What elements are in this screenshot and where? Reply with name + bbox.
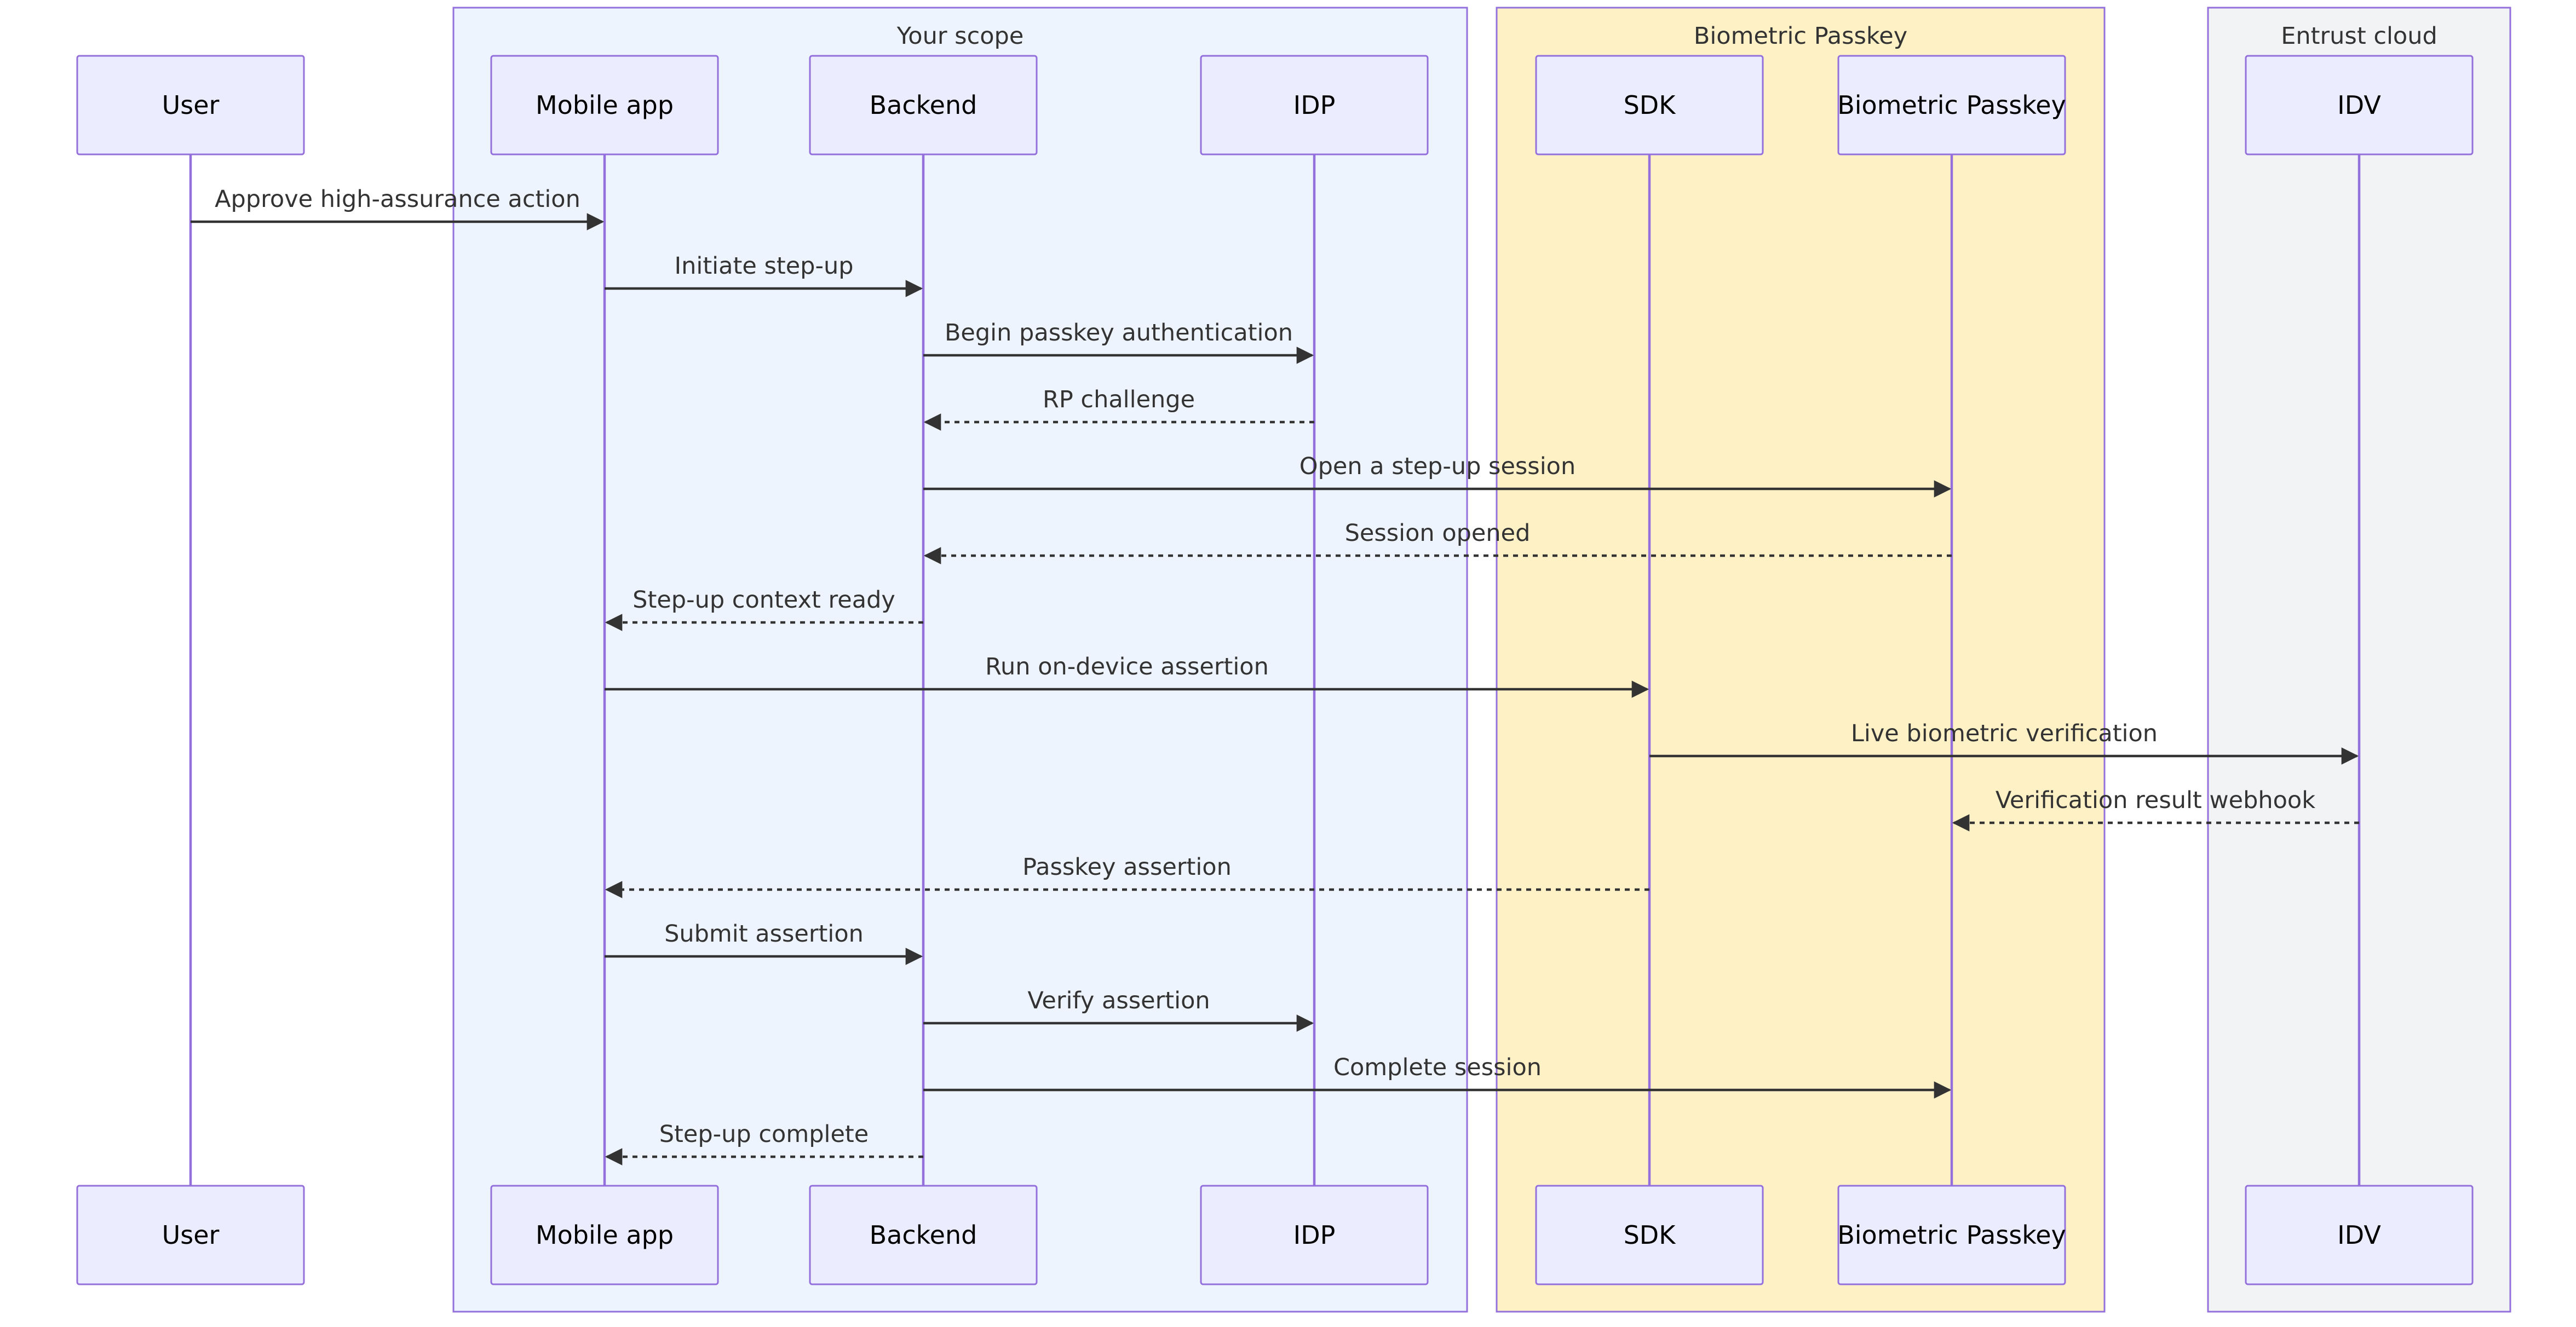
participant-label: SDK (1624, 1220, 1677, 1250)
message-4: RP challenge (923, 386, 1314, 431)
participant-top-idp: IDP (1200, 55, 1429, 155)
message-9: Live biometric verification (1649, 720, 2359, 765)
participant-top-mobile-app: Mobile app (490, 55, 719, 155)
message-label: Verify assertion (1027, 987, 1210, 1014)
participant-top-sdk: SDK (1535, 55, 1764, 155)
message-12: Submit assertion (605, 920, 923, 965)
group-title-entrust-cloud: Entrust cloud (2281, 22, 2437, 50)
message-label: Submit assertion (664, 920, 864, 948)
participant-top-user: User (76, 55, 305, 155)
participant-box (76, 55, 305, 155)
participant-label: Biometric Passkey (1837, 1220, 2066, 1250)
participant-bottom-backend: Backend (809, 1185, 1038, 1285)
message-label: Step-up complete (659, 1121, 869, 1148)
participant-bottom-idv: IDV (2245, 1185, 2474, 1285)
group-title-biometric-passkey: Biometric Passkey (1694, 22, 1907, 50)
message-8: Run on-device assertion (605, 653, 1649, 698)
participant-box (1535, 55, 1764, 155)
participant-box (1200, 1185, 1429, 1285)
participant-label: IDP (1293, 1220, 1336, 1250)
message-10: Verification result webhook (1952, 787, 2359, 832)
group-box-biometric-passkey (1496, 7, 2106, 1313)
participant-label: User (162, 1220, 220, 1250)
message-1: Approve high-assurance action (191, 186, 605, 230)
message-label: Approve high-assurance action (215, 186, 580, 213)
message-15: Step-up complete (605, 1121, 923, 1166)
participant-box (1837, 55, 2066, 155)
message-2: Initiate step-up (605, 252, 923, 297)
message-5: Open a step-up session (923, 453, 1952, 498)
participant-box (76, 1185, 305, 1285)
message-13: Verify assertion (923, 987, 1314, 1032)
participant-label: Backend (870, 1220, 978, 1250)
participant-box (809, 55, 1038, 155)
group-box-your-scope (452, 7, 1468, 1313)
message-label: Passkey assertion (1022, 853, 1232, 881)
participant-box (2245, 55, 2474, 155)
participant-bottom-sdk: SDK (1535, 1185, 1764, 1285)
message-label: Open a step-up session (1300, 453, 1576, 480)
participant-box (1200, 55, 1429, 155)
message-11: Passkey assertion (605, 853, 1649, 898)
participant-box (1837, 1185, 2066, 1285)
participant-top-biometric-passkey: Biometric Passkey (1837, 55, 2066, 155)
message-label: Begin passkey authentication (945, 319, 1293, 347)
participant-box (490, 55, 719, 155)
participant-label: Biometric Passkey (1837, 90, 2066, 120)
message-7: Step-up context ready (605, 586, 923, 631)
message-label: RP challenge (1043, 386, 1195, 413)
participant-box (2245, 1185, 2474, 1285)
participant-label: Mobile app (536, 1220, 674, 1250)
participant-bottom-mobile-app: Mobile app (490, 1185, 719, 1285)
message-6: Session opened (923, 520, 1952, 564)
participant-label: Backend (870, 90, 978, 120)
participant-top-backend: Backend (809, 55, 1038, 155)
message-14: Complete session (923, 1054, 1952, 1099)
participant-label: Mobile app (536, 90, 674, 120)
message-label: Run on-device assertion (985, 653, 1269, 680)
participant-label: IDP (1293, 90, 1336, 120)
message-label: Session opened (1345, 520, 1531, 547)
participant-label: IDV (2337, 90, 2381, 120)
message-label: Live biometric verification (1851, 720, 2158, 747)
participant-box (490, 1185, 719, 1285)
participant-top-idv: IDV (2245, 55, 2474, 155)
participant-label: User (162, 90, 220, 120)
participant-bottom-biometric-passkey: Biometric Passkey (1837, 1185, 2066, 1285)
participant-bottom-idp: IDP (1200, 1185, 1429, 1285)
participant-box (809, 1185, 1038, 1285)
participant-label: SDK (1624, 90, 1677, 120)
message-label: Initiate step-up (674, 252, 853, 280)
participant-bottom-user: User (76, 1185, 305, 1285)
message-label: Verification result webhook (1996, 787, 2315, 814)
participant-label: IDV (2337, 1220, 2381, 1250)
group-title-your-scope: Your scope (896, 22, 1024, 50)
message-3: Begin passkey authentication (923, 319, 1314, 364)
message-label: Step-up context ready (633, 586, 895, 614)
participant-box (1535, 1185, 1764, 1285)
message-label: Complete session (1333, 1054, 1542, 1081)
